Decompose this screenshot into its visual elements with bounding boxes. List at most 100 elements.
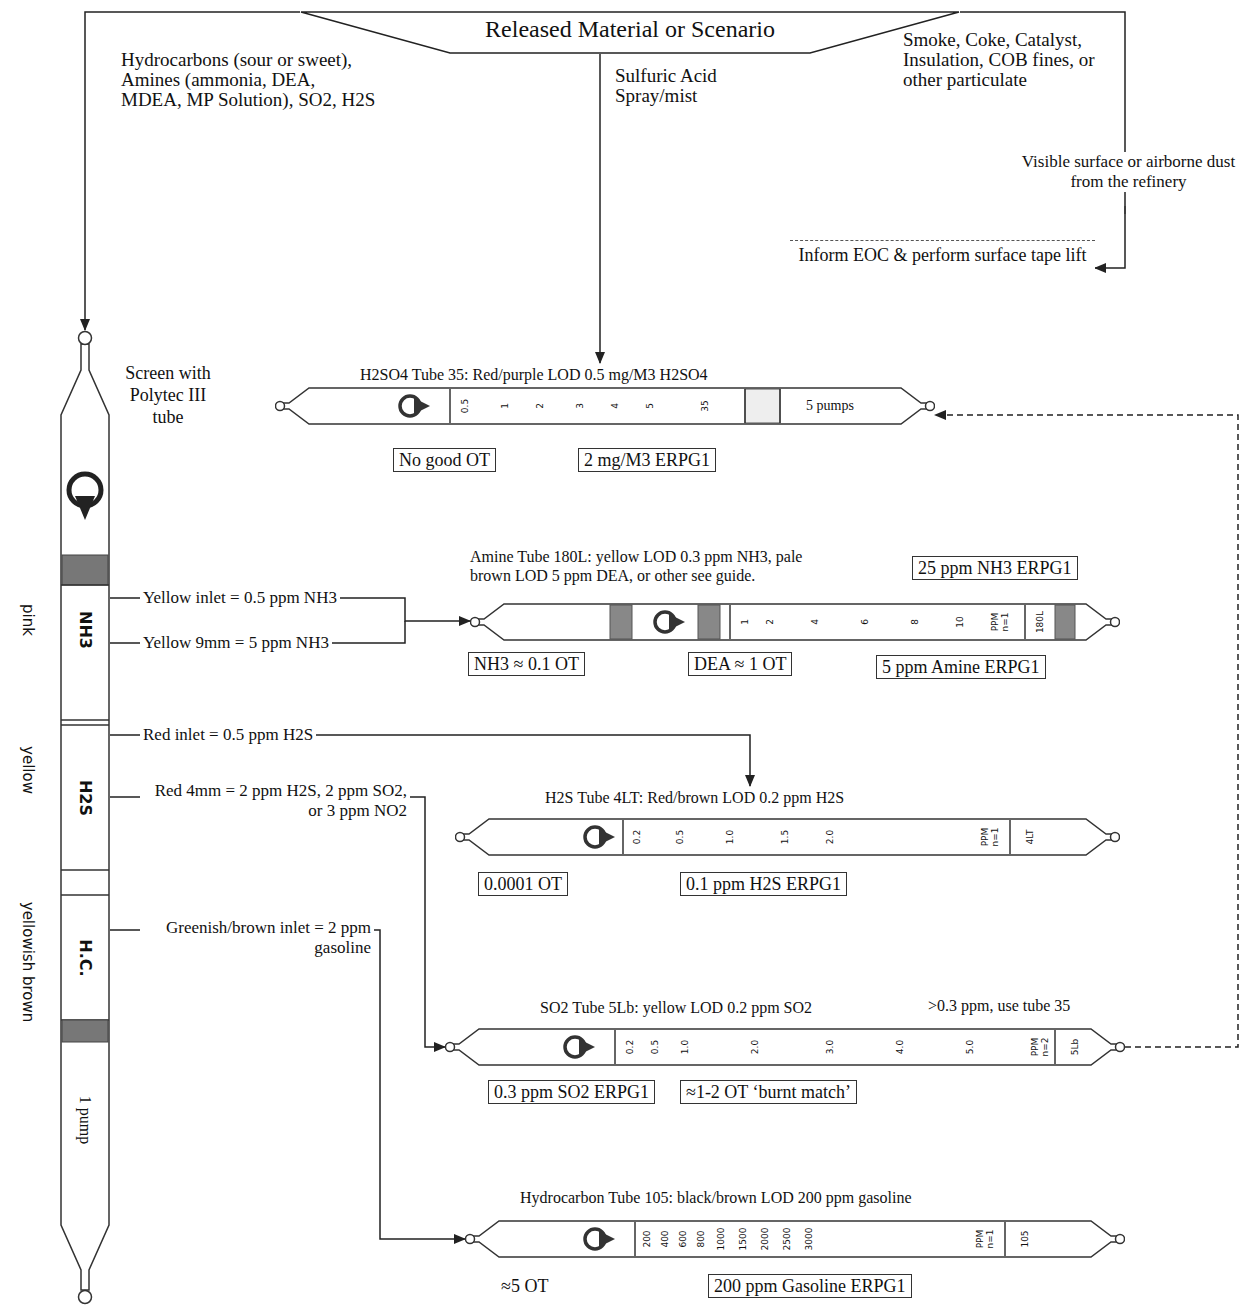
edge-label: Yellow inlet = 0.5 ppm NH3 xyxy=(140,588,340,608)
section-label: H.C. xyxy=(76,939,94,976)
scale-mark: 0.5 xyxy=(675,830,685,844)
scale-mark: PPM n=2 xyxy=(1030,1035,1050,1059)
scale-mark: 2 xyxy=(535,403,545,409)
scale-mark: 2.0 xyxy=(750,1040,760,1054)
scale-mark: 0.2 xyxy=(632,830,642,844)
scale-mark: 1 xyxy=(740,619,750,625)
tube-body xyxy=(445,1028,1125,1066)
scale-mark: 1.0 xyxy=(725,830,735,844)
leader-line xyxy=(1125,206,1126,214)
value-text: NH3 ≈ 0.1 OT xyxy=(474,654,579,674)
scale-mark: 2500 xyxy=(782,1228,792,1251)
scale-mark: PPM n=1 xyxy=(980,825,1000,849)
scale-mark: 800 xyxy=(696,1230,706,1247)
scale-mark: 4 xyxy=(610,403,620,409)
detector-tube: H2S Tube 4LT: Red/brown LOD 0.2 ppm H2S 0… xyxy=(455,786,1120,856)
value-box: 5 ppm Amine ERPG1 xyxy=(876,655,1046,679)
section-label: H2S xyxy=(76,780,94,816)
tube-caption: H2S Tube 4LT: Red/brown LOD 0.2 ppm H2S xyxy=(545,788,844,807)
scale-mark: 4.0 xyxy=(895,1040,905,1054)
edge-label: Smoke, Coke, Catalyst, Insulation, COB f… xyxy=(900,30,1121,90)
note-label: Yellow 9mm = 5 ppm NH3 xyxy=(140,633,332,653)
note-label: yellowish brown xyxy=(18,899,38,1025)
banner-title: Released Material or Scenario xyxy=(300,10,960,44)
scale-mark: PPM n=1 xyxy=(990,610,1010,634)
value-box: 200 ppm Gasoline ERPG1 xyxy=(708,1274,912,1298)
edge-label: Red inlet = 0.5 ppm H2S xyxy=(140,725,316,745)
scale-mark: 3 xyxy=(575,403,585,409)
value-box: ≈1-2 OT ‘burnt match’ xyxy=(680,1080,857,1104)
value-text: 5 ppm Amine ERPG1 xyxy=(882,657,1040,677)
value-box: No good OT xyxy=(393,448,496,472)
scale-mark: 2000 xyxy=(760,1228,770,1251)
scale-mark: 3.0 xyxy=(825,1040,835,1054)
tube-caption: H2SO4 Tube 35: Red/purple LOD 0.5 mg/M3 … xyxy=(360,365,708,384)
edge-label: Greenish/brown inlet = 2 ppm gasoline xyxy=(140,918,374,958)
scale-mark: 5 xyxy=(645,403,655,409)
connector xyxy=(935,415,1238,1047)
scale-mark: 5.0 xyxy=(965,1040,975,1054)
connector xyxy=(599,54,601,363)
scale-mark: 1.5 xyxy=(780,830,790,844)
scale-mark: 5 pumps xyxy=(806,398,854,414)
value-box: 0.0001 OT xyxy=(478,872,568,896)
scale-mark: 400 xyxy=(660,1230,670,1247)
value-box: 2 mg/M3 ERPG1 xyxy=(578,448,716,472)
section-label: NH3 xyxy=(76,611,94,649)
scale-mark: 1500 xyxy=(738,1228,748,1251)
value-text: 25 ppm NH3 ERPG1 xyxy=(918,558,1072,578)
value-text: ≈1-2 OT ‘burnt match’ xyxy=(686,1082,851,1102)
scale-mark: 180L xyxy=(1035,611,1045,633)
tube-caption: SO2 Tube 5Lb: yellow LOD 0.2 ppm SO2 xyxy=(540,998,812,1017)
scale-mark: 600 xyxy=(678,1230,688,1247)
scale-mark: 1 xyxy=(500,403,510,409)
action-text: Inform EOC & perform surface tape lift xyxy=(790,241,1095,270)
scenario-banner: Released Material or Scenario xyxy=(300,10,960,54)
tube-frame xyxy=(60,330,110,1305)
tube-frame xyxy=(445,1028,1125,1066)
value-box: 25 ppm NH3 ERPG1 xyxy=(912,556,1078,580)
detector-tube: Hydrocarbon Tube 105: black/brown LOD 20… xyxy=(465,1186,1125,1258)
value-text: 0.3 ppm SO2 ERPG1 xyxy=(494,1082,649,1102)
value-box: DEA ≈ 1 OT xyxy=(688,652,792,676)
value-text: DEA ≈ 1 OT xyxy=(694,654,786,674)
note-label: Visible surface or airborne dust from th… xyxy=(1003,152,1254,192)
scale-mark: 1.0 xyxy=(680,1040,690,1054)
scale-mark: 10 xyxy=(955,616,965,627)
scale-mark: 8 xyxy=(910,619,920,625)
note-label: ≈5 OT xyxy=(498,1276,551,1296)
detector-tube: H2SO4 Tube 35: Red/purple LOD 0.5 mg/M3 … xyxy=(275,363,935,425)
value-text: 2 mg/M3 ERPG1 xyxy=(584,450,710,470)
connector xyxy=(110,930,465,1239)
scale-mark: 5Lb xyxy=(1070,1039,1080,1055)
note-label: pink xyxy=(18,601,38,639)
value-text: 200 ppm Gasoline ERPG1 xyxy=(714,1276,906,1296)
tube-caption: Hydrocarbon Tube 105: black/brown LOD 20… xyxy=(520,1188,912,1207)
action-box: Inform EOC & perform surface tape lift xyxy=(790,240,1095,270)
scale-mark: 0.2 xyxy=(625,1040,635,1054)
scale-mark: 2 xyxy=(765,619,775,625)
edge-label: Red 4mm = 2 ppm H2S, 2 ppm SO2, or 3 ppm… xyxy=(140,781,410,821)
scale-mark: 105 xyxy=(1020,1230,1030,1247)
tube-body xyxy=(470,603,1120,641)
value-text: 0.0001 OT xyxy=(484,874,562,894)
scale-mark: 6 xyxy=(860,619,870,625)
scale-mark: PPM n=1 xyxy=(975,1227,995,1251)
scale-mark: 1000 xyxy=(716,1228,726,1251)
scale-mark: 4 xyxy=(810,619,820,625)
scale-mark: 35 xyxy=(700,400,710,411)
scale-mark: 0.5 xyxy=(650,1040,660,1054)
edge-label: Hydrocarbons (sour or sweet), Amines (am… xyxy=(118,50,379,110)
screening-tube: Screen with Polytec III tubeNH3H2SH.C.1 … xyxy=(60,330,110,1305)
tube-caption: Screen with Polytec III tube xyxy=(113,362,223,428)
tube-frame xyxy=(470,603,1120,641)
note-label: yellow xyxy=(18,743,38,797)
tube-body xyxy=(60,330,110,1305)
value-text: 0.1 ppm H2S ERPG1 xyxy=(686,874,841,894)
scale-mark: 4LT xyxy=(1025,830,1035,845)
scale-mark: 200 xyxy=(642,1230,652,1247)
scale-mark: 2.0 xyxy=(825,830,835,844)
